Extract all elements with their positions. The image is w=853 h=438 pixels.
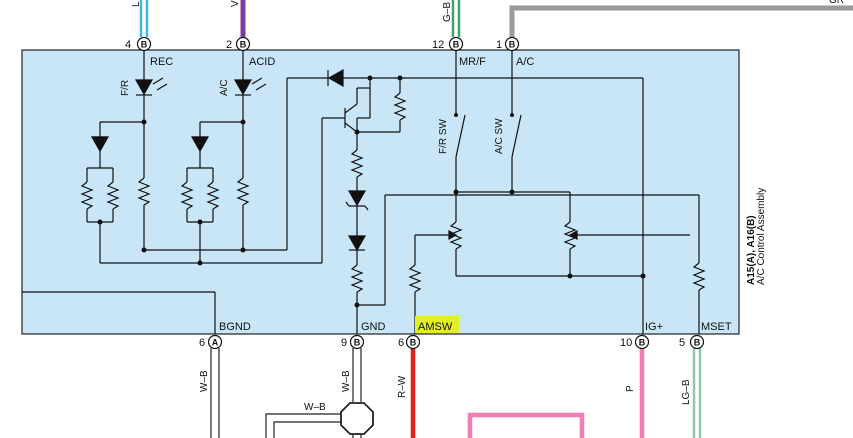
led-ac-label: A/C xyxy=(219,79,230,96)
pin-number: 4 xyxy=(125,39,131,51)
wire-wb-1 xyxy=(210,348,220,438)
wire-code: V xyxy=(230,0,241,7)
bottom-pin-gnd: GND 9 B W–B xyxy=(341,321,386,392)
pin-number: 12 xyxy=(432,39,444,51)
diode-icon xyxy=(347,235,367,252)
switch-fr-label: F/R SW xyxy=(438,118,449,154)
bottom-pin-bgnd: BGND 6 A W–B xyxy=(199,321,251,392)
wire-code-wb-branch: W–B xyxy=(304,402,326,413)
wire-lgb xyxy=(692,348,702,438)
pin-number: 10 xyxy=(620,337,632,349)
pin-number: 5 xyxy=(679,337,685,349)
pin-number: 9 xyxy=(341,337,347,349)
top-pin-ac: GR 1 B A/C xyxy=(496,0,844,68)
splice-point-icon xyxy=(340,402,374,435)
pin-connector: B xyxy=(354,338,361,348)
pin-label: GND xyxy=(361,321,386,333)
pin-label: A/C xyxy=(516,56,534,68)
pin-number: 6 xyxy=(199,337,205,349)
led-ac-icon xyxy=(233,79,253,96)
wire-code: LG–B xyxy=(681,379,692,405)
diode-icon xyxy=(327,68,344,88)
pin-label: MSET xyxy=(701,321,732,333)
wire-wb-3 xyxy=(265,413,341,438)
pin-connector: B xyxy=(141,40,148,50)
internal-circuit xyxy=(22,50,706,334)
resistor xyxy=(137,177,151,206)
pink-connector-outline xyxy=(467,412,585,438)
wire-code: W–B xyxy=(199,370,210,392)
top-pin-rec: L 4 B REC xyxy=(125,1,173,68)
zener-diode-icon xyxy=(347,190,367,207)
pin-connector: B xyxy=(509,40,516,50)
assembly-name: A/C Control Assembly xyxy=(756,188,767,285)
wire-code: L xyxy=(131,1,142,7)
led-fr-label: F/R xyxy=(120,80,131,96)
potentiometer xyxy=(449,221,463,250)
pin-number: 6 xyxy=(398,337,404,349)
switch-ac-label: A/C SW xyxy=(494,118,505,154)
pin-connector: B xyxy=(453,40,460,50)
wire-green xyxy=(451,0,461,37)
pin-label: AMSW xyxy=(418,321,453,333)
pin-number: 1 xyxy=(496,39,502,51)
pin-label: REC xyxy=(150,56,173,68)
wire-code: P xyxy=(625,385,636,392)
pin-label: ACID xyxy=(249,56,275,68)
pin-connector: B xyxy=(694,338,701,348)
assembly-id: A15(A), A16(B) xyxy=(746,215,757,285)
junction-dots xyxy=(97,75,646,308)
switch-ac xyxy=(511,114,522,158)
wire-gray xyxy=(509,5,853,37)
bottom-pin-ig: IG+ 10 B P xyxy=(620,321,663,392)
pin-connector: B xyxy=(410,338,417,348)
wire-lightblue xyxy=(139,0,149,37)
control-assembly-box xyxy=(21,49,740,335)
light-ray-icon xyxy=(251,77,267,91)
potentiometer xyxy=(563,221,577,250)
top-pin-acid: V 2 B ACID xyxy=(226,0,275,68)
pin-number: 2 xyxy=(226,39,232,51)
wire-code: G–B xyxy=(442,2,453,22)
pin-connector: B xyxy=(240,40,247,50)
top-pin-mrf: G–B 12 B MR/F xyxy=(432,2,486,68)
wire-code: W–B xyxy=(341,370,352,392)
led-fr-icon xyxy=(134,79,154,96)
wire-code: R–W xyxy=(397,375,408,398)
bottom-pin-mset: MSET 5 B LG–B xyxy=(679,321,732,405)
pin-label: BGND xyxy=(219,321,251,333)
light-ray-icon xyxy=(152,77,168,91)
switch-fr xyxy=(455,114,466,158)
pin-label: MR/F xyxy=(459,56,486,68)
pin-connector: B xyxy=(639,338,646,348)
wire-code: GR xyxy=(829,0,844,6)
pin-connector: A xyxy=(212,338,219,348)
pin-label: IG+ xyxy=(645,321,663,333)
highlight-box xyxy=(415,316,459,333)
top-wires xyxy=(139,0,853,37)
bottom-wires xyxy=(210,348,702,438)
bottom-pin-amsw: AMSW 6 B R–W xyxy=(397,316,459,398)
